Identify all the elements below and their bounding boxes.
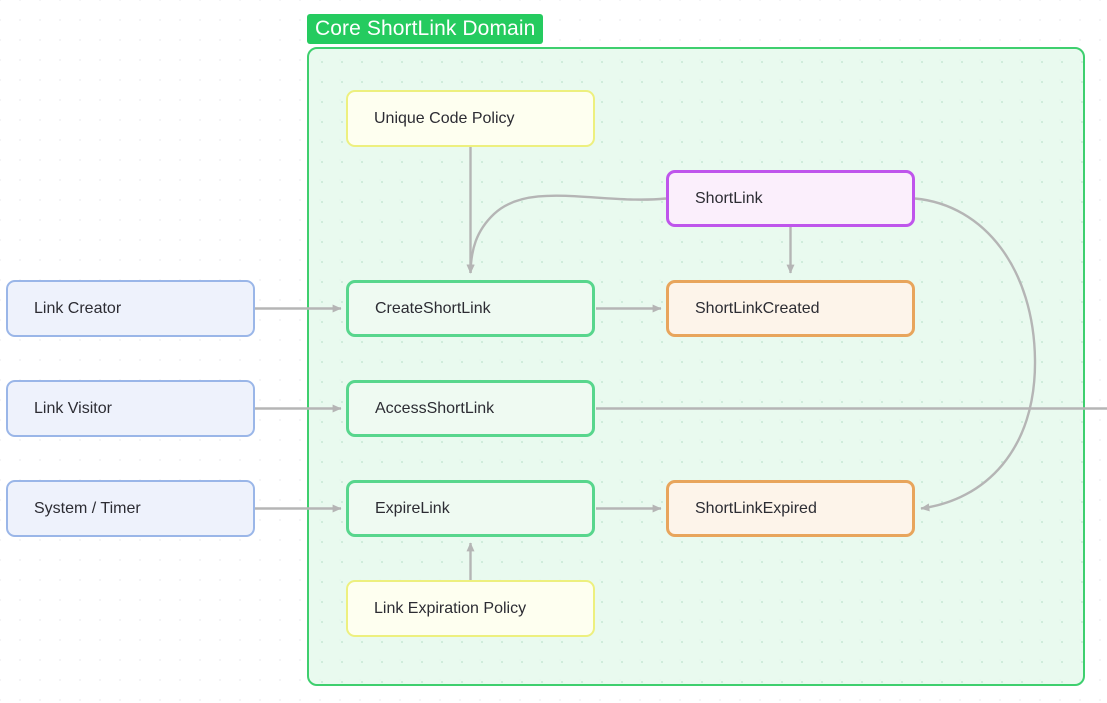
node-label: ExpireLink [375, 499, 450, 517]
node-shortlink[interactable]: ShortLink [666, 170, 915, 227]
node-label: Unique Code Policy [374, 109, 515, 127]
node-system-timer[interactable]: System / Timer [6, 480, 255, 537]
node-link-visitor[interactable]: Link Visitor [6, 380, 255, 437]
node-shortlink-created[interactable]: ShortLinkCreated [666, 280, 915, 337]
node-label: ShortLinkCreated [695, 299, 820, 317]
node-create-shortlink[interactable]: CreateShortLink [346, 280, 595, 337]
domain-container-title: Core ShortLink Domain [307, 14, 544, 44]
node-label: AccessShortLink [375, 399, 495, 417]
node-link-expiration-policy[interactable]: Link Expiration Policy [346, 580, 595, 637]
node-label: ShortLink [695, 189, 763, 207]
node-label: Link Expiration Policy [374, 599, 527, 617]
node-unique-code-policy[interactable]: Unique Code Policy [346, 90, 595, 147]
node-label: ShortLinkExpired [695, 499, 817, 517]
node-label: Link Visitor [34, 399, 112, 417]
node-link-creator[interactable]: Link Creator [6, 280, 255, 337]
node-expire-link[interactable]: ExpireLink [346, 480, 595, 537]
node-shortlink-expired[interactable]: ShortLinkExpired [666, 480, 915, 537]
node-label: Link Creator [34, 299, 122, 317]
node-access-shortlink[interactable]: AccessShortLink [346, 380, 595, 437]
node-label: System / Timer [34, 499, 141, 517]
node-label: CreateShortLink [375, 299, 491, 317]
